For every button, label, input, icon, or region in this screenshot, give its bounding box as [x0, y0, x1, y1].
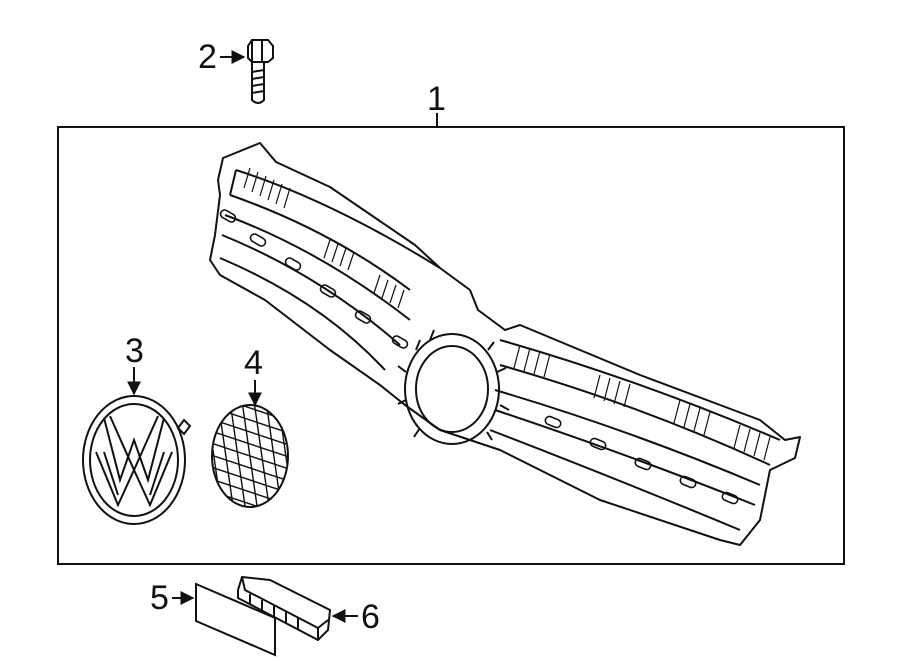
vw-emblem-part [82, 395, 192, 525]
callout-1: 1 [427, 80, 446, 118]
bracket-part [237, 576, 331, 641]
assembly-frame [57, 126, 845, 565]
bolt-part [247, 39, 274, 104]
grille-part [209, 142, 801, 546]
callout-4: 4 [244, 344, 263, 382]
callout-2: 2 [198, 38, 217, 76]
grille-fins [243, 167, 771, 461]
grille-slots [219, 209, 739, 505]
mesh-insert-part [211, 404, 289, 508]
label-plate-part [195, 582, 276, 657]
callout-5: 5 [150, 579, 169, 617]
callout-6: 6 [361, 598, 380, 636]
callout-3: 3 [125, 332, 144, 370]
